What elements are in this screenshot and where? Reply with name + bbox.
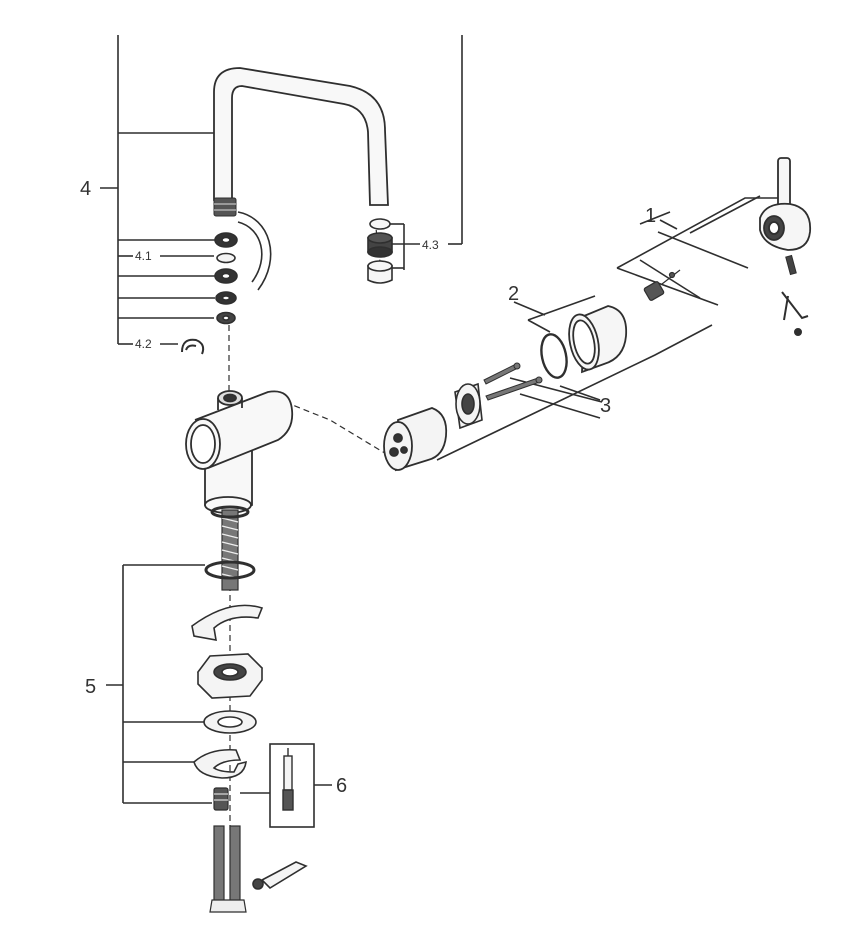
callout-1: 1 xyxy=(645,205,656,227)
spout-thread xyxy=(213,197,237,217)
small-nut xyxy=(213,787,229,811)
cover-cap xyxy=(568,305,628,374)
washer-stack xyxy=(214,232,238,325)
handle-stud xyxy=(643,269,681,301)
hose-loop xyxy=(237,211,272,291)
cartridge-flange xyxy=(454,382,483,430)
callout-5: 5 xyxy=(85,676,96,698)
callout-2: 2 xyxy=(508,283,519,305)
top-washer xyxy=(210,505,250,519)
threaded-stud xyxy=(221,509,239,591)
callout-4-2: 4.2 xyxy=(135,337,152,351)
leader-lines xyxy=(100,35,783,828)
o-ring-5 xyxy=(204,560,256,580)
wrench-tool xyxy=(252,861,308,890)
spindle-6 xyxy=(282,748,294,811)
cover-ring xyxy=(540,333,568,379)
c-clip-washer xyxy=(193,748,247,779)
handle-lever xyxy=(759,157,812,251)
callout-4-1: 4.1 xyxy=(135,249,152,263)
callout-6: 6 xyxy=(336,775,347,797)
cartridge-bolts xyxy=(483,362,543,401)
callout-3: 3 xyxy=(600,395,611,417)
horseshoe-washer xyxy=(191,604,264,641)
aerator-set xyxy=(367,218,393,284)
hex-key xyxy=(781,291,809,336)
handle-screw xyxy=(785,254,797,276)
callout-4: 4 xyxy=(80,178,91,200)
assembly-dashes xyxy=(228,219,389,830)
cartridge xyxy=(383,407,448,472)
flat-washer xyxy=(203,710,257,734)
spout-tube xyxy=(213,67,389,206)
faucet-body xyxy=(185,390,294,514)
callout-4-3: 4.3 xyxy=(422,238,439,252)
hex-nut-plate xyxy=(196,653,264,699)
supply-hoses xyxy=(209,825,247,913)
clip-4-2 xyxy=(181,338,205,355)
